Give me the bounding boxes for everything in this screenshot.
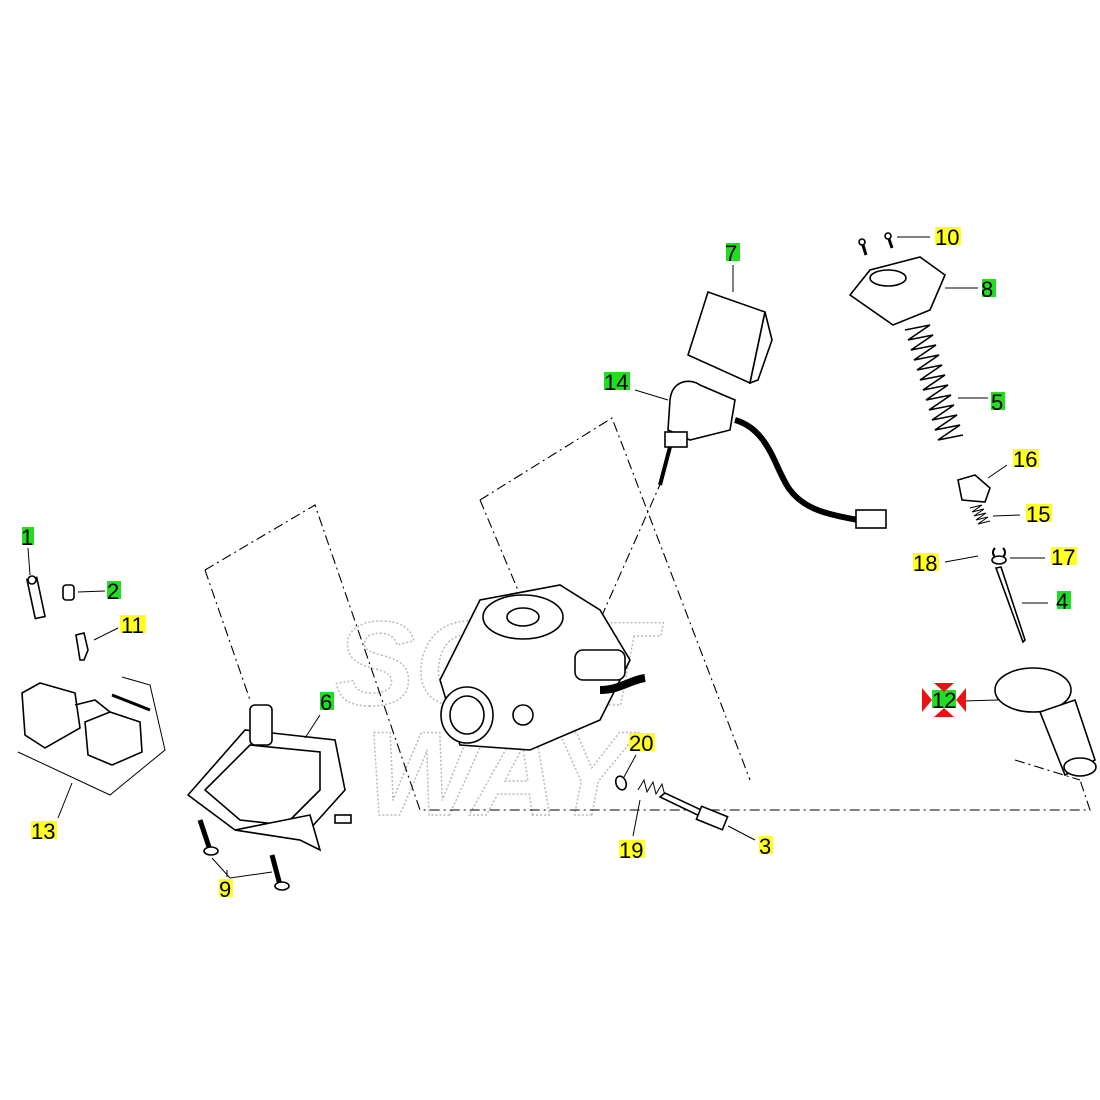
callout-label: 8 bbox=[981, 277, 993, 302]
part-screws-top[interactable] bbox=[858, 232, 894, 256]
part-top-cover[interactable] bbox=[848, 256, 946, 326]
callout-15[interactable]: 15 bbox=[1026, 502, 1052, 527]
selection-marker-left bbox=[922, 688, 932, 712]
callout-3[interactable]: 3 bbox=[759, 834, 773, 859]
callout-label: 1 bbox=[21, 525, 33, 550]
callout-11[interactable]: 11 bbox=[120, 613, 146, 638]
callout-5[interactable]: 5 bbox=[991, 390, 1005, 415]
part-clip[interactable] bbox=[991, 547, 1007, 565]
callout-label: 3 bbox=[759, 834, 771, 859]
selection-marker-right bbox=[956, 688, 966, 712]
part-needle-holder[interactable] bbox=[957, 474, 991, 503]
callout-18[interactable]: 18 bbox=[913, 551, 939, 576]
part-auto-choke[interactable] bbox=[658, 380, 887, 529]
callout-label: 4 bbox=[1056, 589, 1068, 614]
part-small-spring[interactable] bbox=[969, 504, 991, 525]
part-carburetor-body bbox=[439, 584, 646, 751]
callout-9[interactable]: 9 bbox=[219, 877, 233, 902]
callout-label: 16 bbox=[1013, 447, 1037, 472]
callout-label: 14 bbox=[604, 370, 628, 395]
callout-10[interactable]: 10 bbox=[935, 225, 961, 250]
part-float-chamber[interactable] bbox=[186, 704, 352, 852]
callout-17[interactable]: 17 bbox=[1051, 545, 1077, 570]
callout-12-selected[interactable]: 12 bbox=[922, 683, 966, 717]
callout-label: 11 bbox=[121, 613, 144, 638]
callout-label: 6 bbox=[320, 690, 332, 715]
callout-1[interactable]: 1 bbox=[21, 525, 34, 550]
callout-4[interactable]: 4 bbox=[1056, 589, 1071, 614]
callout-13[interactable]: 13 bbox=[31, 819, 57, 844]
selection-marker-top bbox=[934, 683, 954, 692]
part-float-needle[interactable] bbox=[75, 632, 89, 661]
part-pilot-screw[interactable] bbox=[26, 575, 46, 620]
callout-7[interactable]: 7 bbox=[725, 241, 740, 266]
callout-label: 15 bbox=[1026, 502, 1050, 527]
callout-label: 2 bbox=[107, 579, 119, 604]
callout-6[interactable]: 6 bbox=[320, 690, 334, 715]
callout-label: 13 bbox=[31, 819, 55, 844]
callout-8[interactable]: 8 bbox=[981, 277, 996, 302]
callout-label: 20 bbox=[629, 731, 653, 756]
selection-marker-bottom bbox=[934, 708, 954, 717]
callout-label: 7 bbox=[725, 241, 737, 266]
part-screw-spring[interactable] bbox=[637, 778, 666, 797]
callout-20[interactable]: 20 bbox=[629, 731, 655, 756]
part-idle-screw[interactable] bbox=[658, 792, 729, 831]
callout-label: 9 bbox=[219, 877, 231, 902]
part-cover-boot[interactable] bbox=[687, 290, 773, 385]
part-spring[interactable] bbox=[904, 324, 964, 441]
callout-19[interactable]: 19 bbox=[619, 838, 645, 863]
callout-label: 5 bbox=[991, 390, 1003, 415]
part-screws-chamber[interactable] bbox=[197, 819, 290, 891]
callout-14[interactable]: 14 bbox=[604, 370, 630, 395]
part-float[interactable] bbox=[17, 676, 166, 796]
callout-label: 17 bbox=[1051, 545, 1075, 570]
callout-label: 19 bbox=[619, 838, 643, 863]
callout-16[interactable]: 16 bbox=[1013, 447, 1039, 472]
part-jet-needle[interactable] bbox=[994, 566, 1026, 644]
callout-label: 10 bbox=[935, 225, 959, 250]
callout-2[interactable]: 2 bbox=[107, 579, 121, 604]
callout-label: 18 bbox=[913, 551, 937, 576]
part-jet[interactable] bbox=[62, 584, 75, 601]
part-o-ring[interactable] bbox=[614, 775, 628, 792]
leader-lines bbox=[27, 236, 1048, 877]
part-piston-valve[interactable] bbox=[994, 667, 1097, 777]
callout-label: 12 bbox=[932, 688, 956, 713]
